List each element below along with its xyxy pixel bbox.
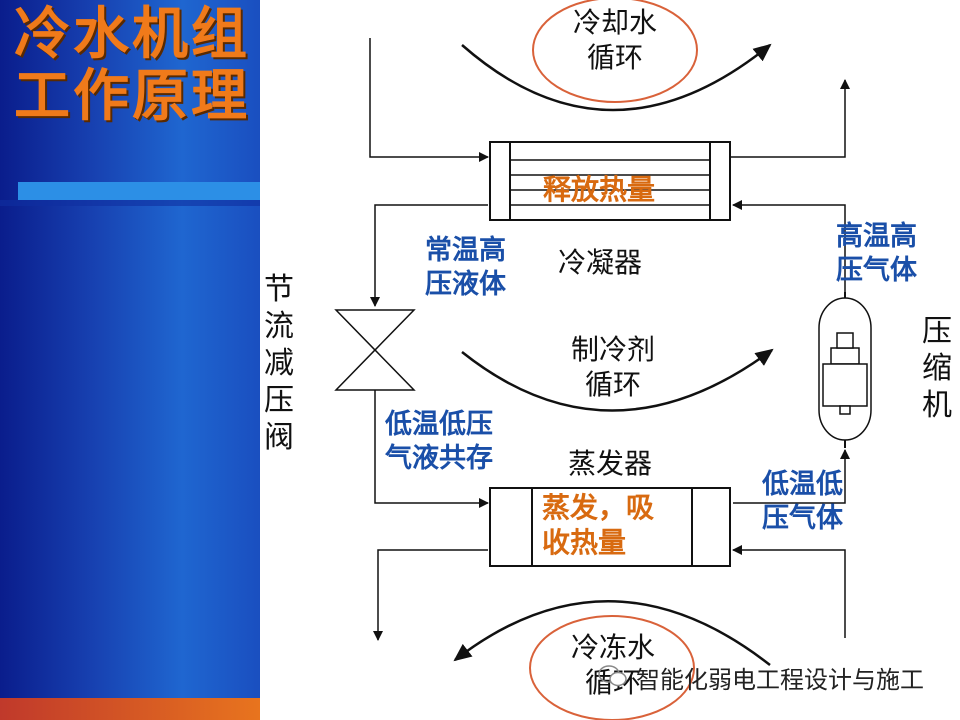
- chilled-water-inlet: [732, 545, 846, 638]
- lpm-line2: 气液共存: [385, 442, 493, 474]
- evap-heat-line2: 收热量: [542, 526, 627, 559]
- valve-to-evaporator-line: [374, 390, 489, 508]
- evaporator: [489, 487, 731, 567]
- low-pressure-gas-label: 低温低 压气体: [762, 468, 843, 536]
- suction-line: [733, 449, 850, 504]
- cooling-water-arrow: [461, 43, 772, 112]
- condenser-label: 冷凝器: [558, 246, 643, 279]
- chilled-water-oval: [529, 615, 695, 720]
- hpl-line2: 压液体: [425, 268, 506, 300]
- evap-heat-line1: 蒸发，吸: [542, 491, 655, 524]
- hot-gas-line: [732, 200, 846, 298]
- low-pressure-mixture-label: 低温低压 气液共存: [385, 408, 493, 476]
- refrigerant-line1: 制冷剂: [570, 333, 655, 366]
- high-pressure-gas-label: 高温高 压气体: [836, 220, 917, 288]
- sidebar-bottom-bar: [0, 698, 260, 720]
- cooling-water-line2: 循环: [586, 41, 643, 74]
- watermark-text: 智能化弱电工程设计与施工: [636, 666, 924, 694]
- lpm-line1: 低温低压: [385, 409, 493, 440]
- title-line-2: 工作原理: [14, 63, 250, 129]
- sidebar-stripe-shadow: [0, 200, 260, 206]
- refrigerant-cycle-arrow: [461, 348, 774, 412]
- cooling-water-inlet: [369, 38, 489, 162]
- chilled-water-outlet: [373, 549, 488, 641]
- liquid-line: [370, 204, 488, 307]
- wechat-icon: [598, 665, 627, 687]
- title-sidebar: 冷水机组 工作原理: [0, 0, 260, 720]
- condenser: [489, 141, 731, 221]
- expansion-valve-label: 节流减压阀: [264, 272, 294, 455]
- refrigerant-line2: 循环: [584, 368, 641, 401]
- hpl-line1: 常温高: [425, 235, 506, 266]
- lpg-line1: 低温低: [762, 469, 843, 500]
- evaporator-heat-label: 蒸发，吸 收热量: [542, 490, 654, 560]
- compressor: [818, 292, 872, 448]
- evaporator-label: 蒸发器: [568, 447, 653, 480]
- sidebar-stripe: [18, 182, 260, 200]
- lpg-line2: 压气体: [762, 502, 843, 534]
- refrigerant-cycle-label: 制冷剂 循环: [558, 332, 668, 402]
- high-pressure-liquid-label: 常温高 压液体: [425, 234, 506, 302]
- cooling-water-cycle-label: 冷却水 循环: [560, 5, 670, 75]
- chilled-water-arrow: [453, 600, 771, 666]
- hpg-line1: 高温高: [836, 221, 917, 252]
- chilled-water-line1: 冷冻水: [570, 631, 655, 664]
- title-line-1: 冷水机组: [14, 1, 250, 67]
- compressor-label: 压缩机: [922, 314, 952, 423]
- cooling-water-oval: [532, 0, 698, 103]
- condenser-heat-label: 释放热量: [543, 173, 656, 206]
- cooling-water-line1: 冷却水: [572, 6, 657, 39]
- expansion-valve: [334, 309, 416, 391]
- cooling-water-outlet: [730, 79, 850, 158]
- hpg-line2: 压气体: [836, 254, 917, 286]
